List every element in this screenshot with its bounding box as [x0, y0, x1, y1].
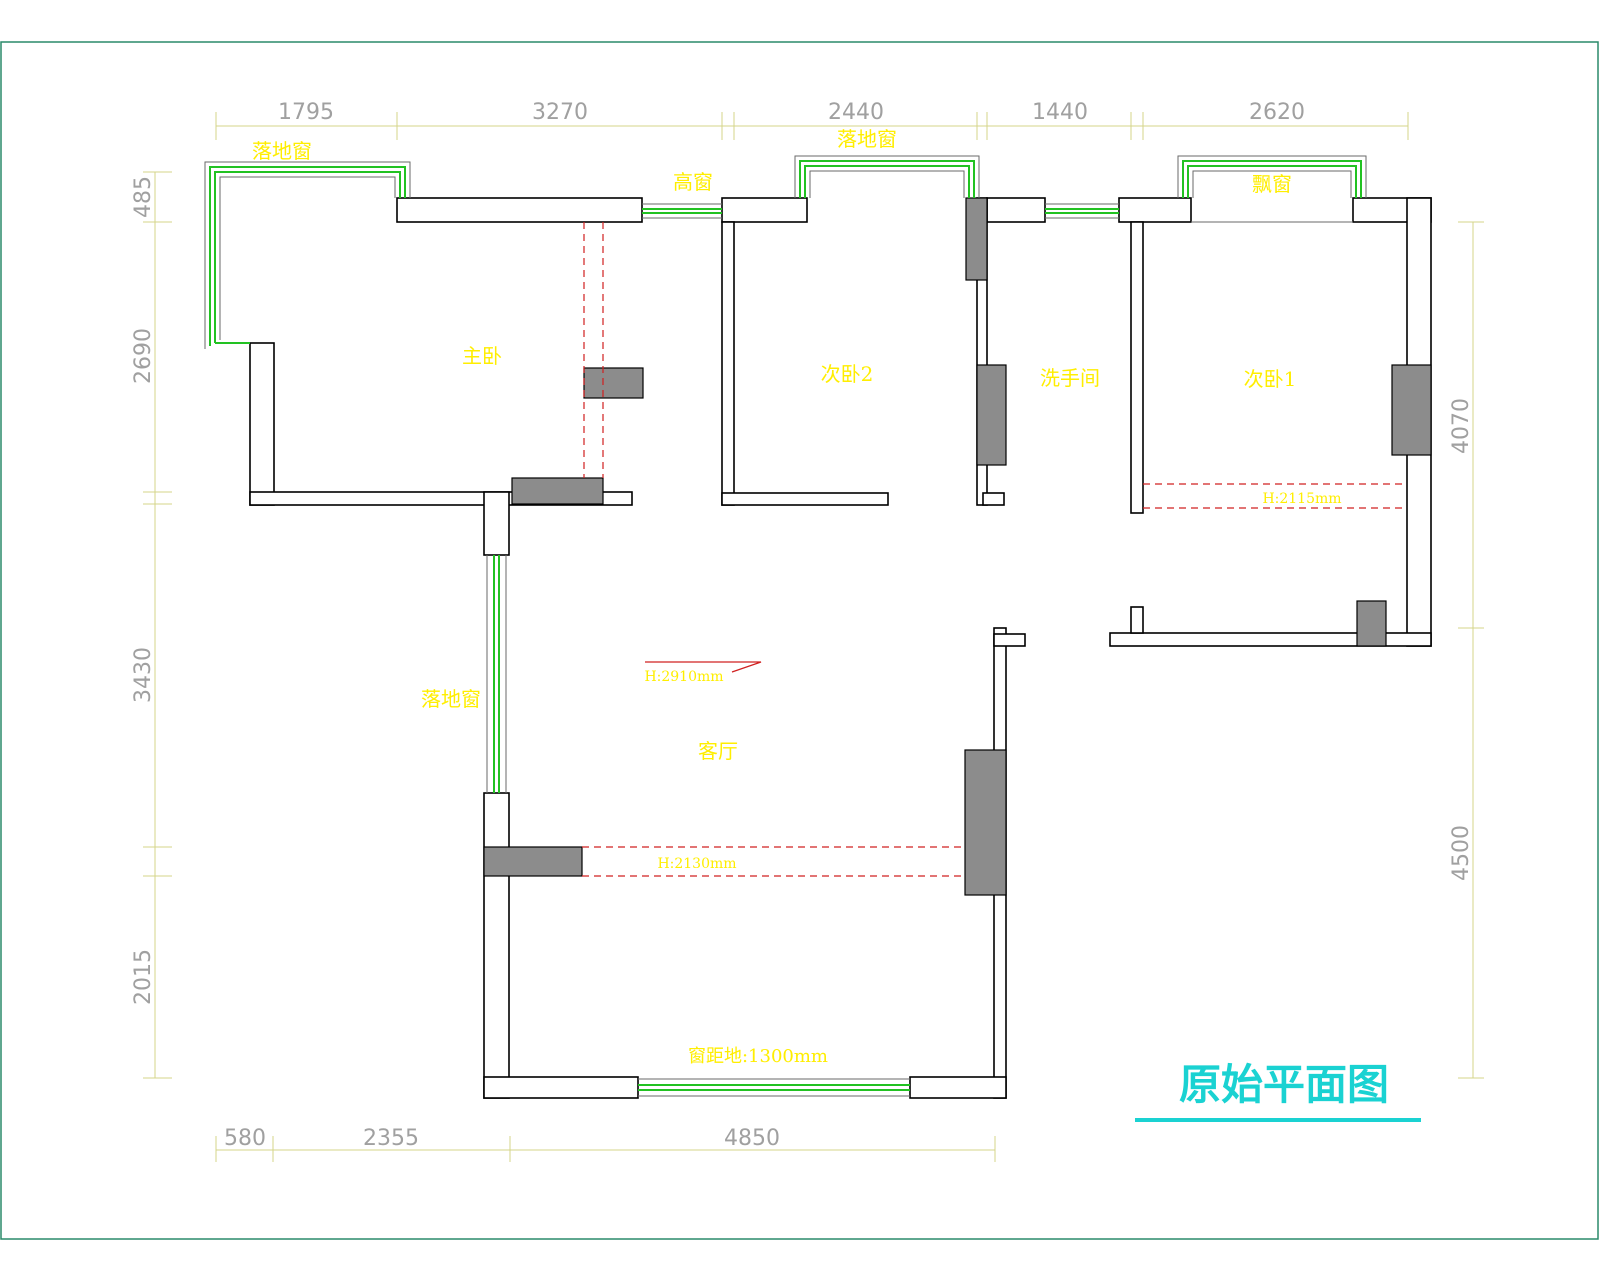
dim-right-1: 4070 [1449, 398, 1474, 454]
column [483, 846, 583, 877]
beam-pointer [645, 661, 762, 673]
columns [483, 197, 1432, 896]
dimension-right: 4070 4500 [1449, 221, 1484, 1079]
window-label-left: 落地窗 [421, 687, 481, 711]
dim-bottom-3: 4850 [724, 1126, 780, 1151]
dim-right-2: 4500 [1449, 825, 1474, 881]
dim-top-4: 1440 [1032, 100, 1088, 125]
drawing-frame [0, 41, 1599, 1240]
room-second-1-label: 次卧1 [1244, 367, 1297, 391]
window-high [642, 203, 722, 219]
column [965, 197, 988, 281]
window-label-bay: 飘窗 [1252, 172, 1292, 196]
beam-note-2130: H:2130mm [657, 856, 736, 872]
dim-left-2: 2690 [131, 328, 156, 384]
dimension-left: 485 2690 3430 2015 [131, 171, 172, 1079]
window-bay [1177, 155, 1367, 223]
window-labels: 落地窗 高窗 落地窗 飘窗 落地窗 窗距地:1300mm [252, 127, 1292, 1067]
window-label-top-mid: 落地窗 [837, 127, 897, 151]
dimension-bottom: 580 2355 4850 [215, 1126, 996, 1162]
room-living-label: 客厅 [698, 739, 738, 763]
window-sill-label: 窗距地:1300mm [688, 1046, 828, 1067]
dim-top-2: 3270 [532, 100, 588, 125]
column [1356, 600, 1387, 647]
column [511, 477, 604, 505]
column [964, 749, 1007, 896]
beam-notes: H:2115mm H:2910mm H:2130mm [644, 491, 1341, 872]
room-labels: 主卧 次卧2 洗手间 次卧1 客厅 [462, 344, 1296, 763]
drawing-title: 原始平面图 [1179, 1060, 1389, 1109]
room-master-label: 主卧 [462, 344, 502, 368]
window-top-mid [794, 155, 980, 198]
column [976, 364, 1007, 466]
dim-left-3: 3430 [131, 647, 156, 703]
dim-top-3: 2440 [828, 100, 884, 125]
room-bathroom-label: 洗手间 [1040, 366, 1100, 390]
beam-lines [582, 222, 1407, 877]
dim-top-1: 1795 [278, 100, 334, 125]
beam-note-2910: H:2910mm [644, 669, 723, 685]
window-bottom [638, 1078, 910, 1097]
window-label-top-left: 落地窗 [252, 139, 312, 163]
dim-bottom-2: 2355 [363, 1126, 419, 1151]
window-left [486, 555, 507, 793]
walls [249, 197, 1432, 1099]
dim-bottom-1: 580 [224, 1126, 266, 1151]
window-bath [1045, 203, 1119, 219]
column [1391, 364, 1432, 456]
dim-top-5: 2620 [1249, 100, 1305, 125]
column [583, 367, 644, 399]
dim-left-4: 2015 [131, 949, 156, 1005]
dimension-top: 1795 3270 2440 1440 2620 [215, 100, 1409, 140]
window-label-high: 高窗 [673, 170, 713, 194]
beam-note-2115: H:2115mm [1262, 491, 1341, 507]
window-top-left [204, 161, 411, 349]
room-second-2-label: 次卧2 [821, 362, 874, 386]
dim-left-1: 485 [131, 176, 156, 218]
